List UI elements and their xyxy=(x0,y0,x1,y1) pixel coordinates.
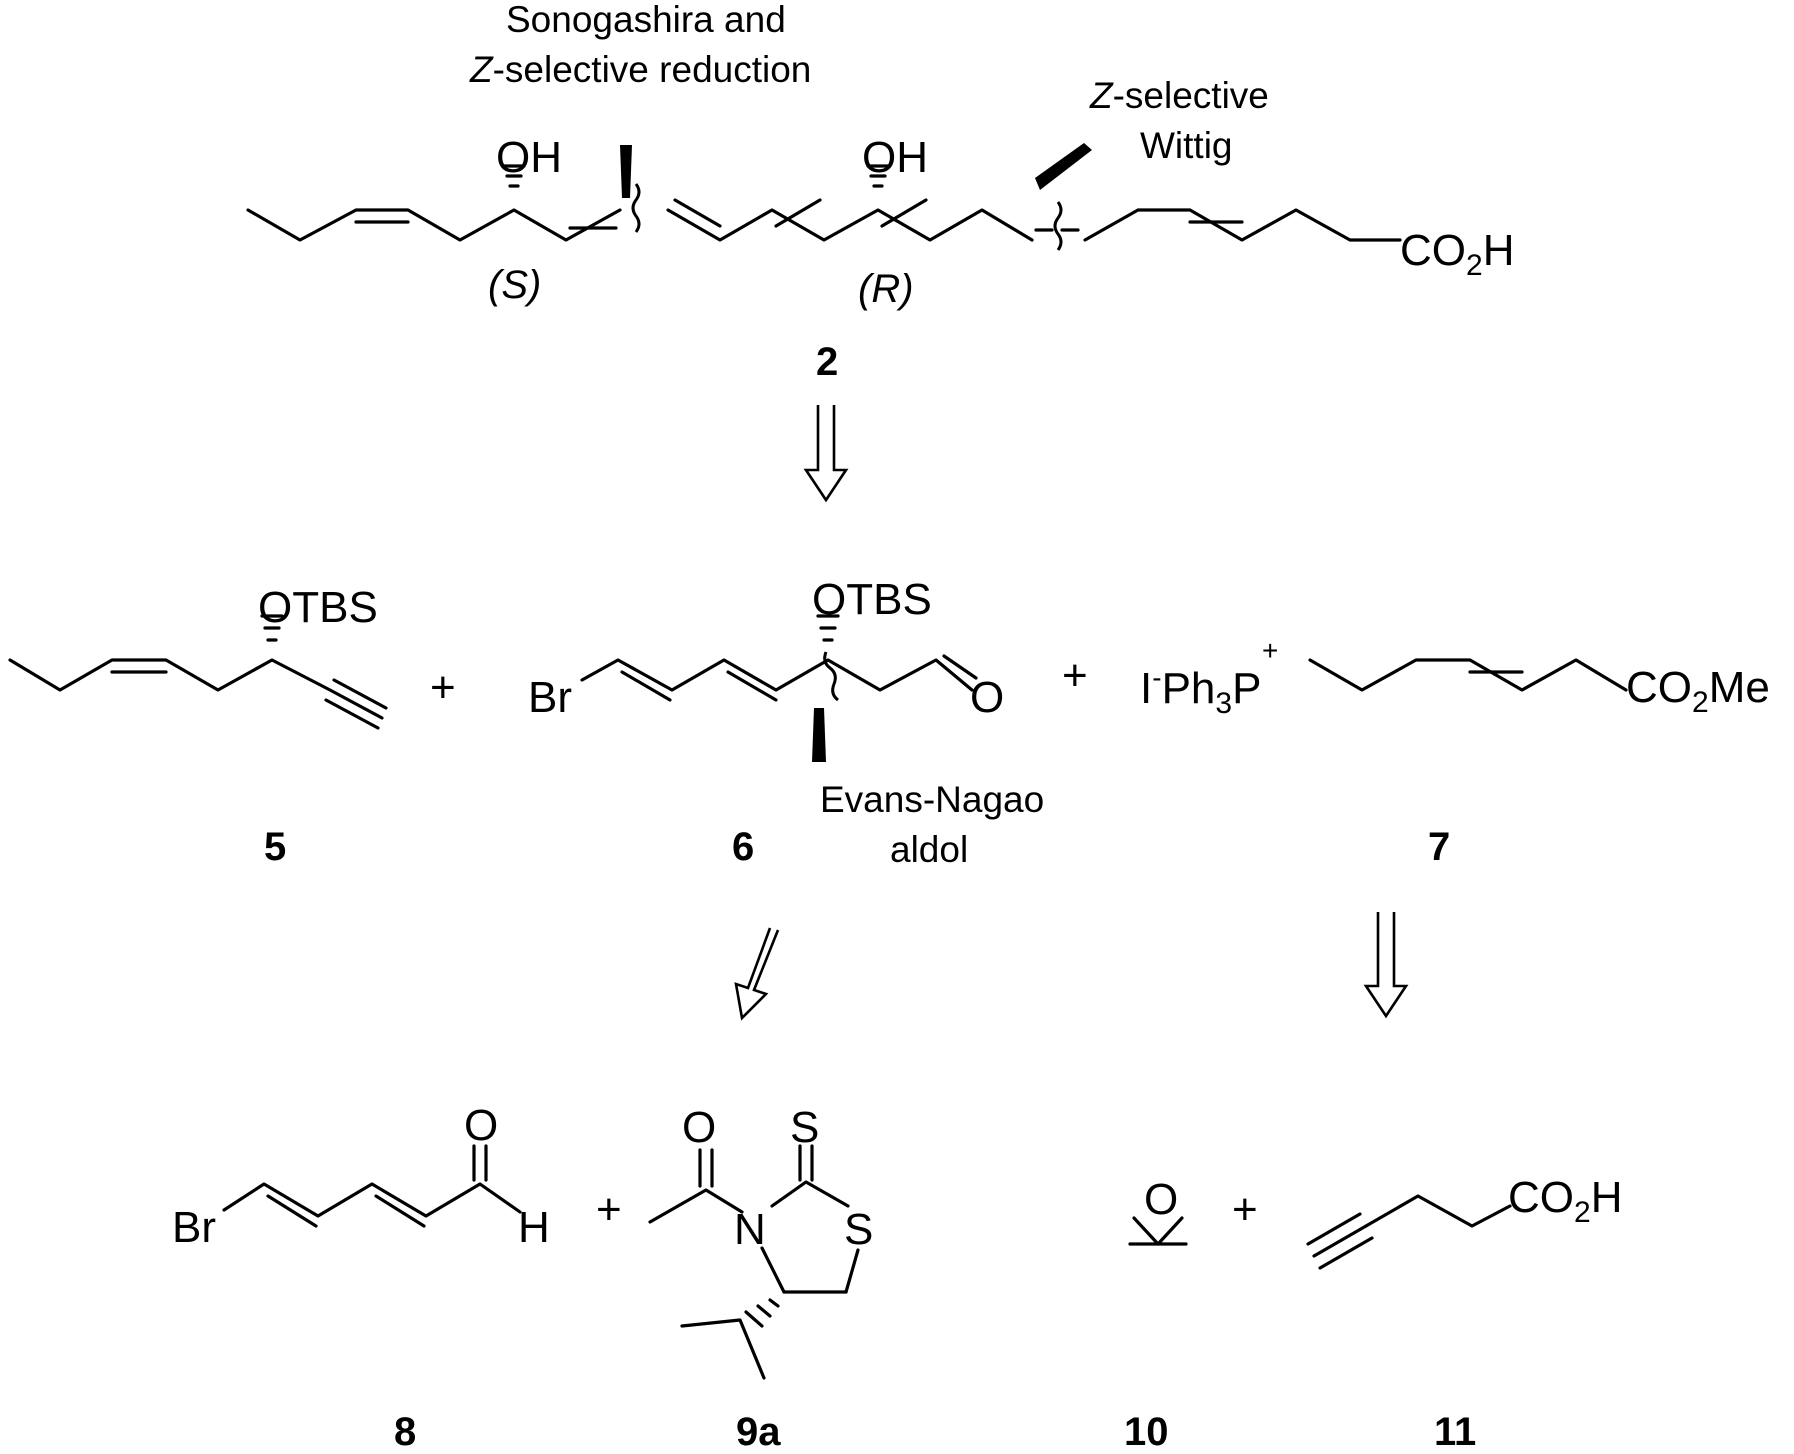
compound-2-disconnection-sonogashira xyxy=(631,183,641,233)
compound-5-structure: OTBS 5 xyxy=(8,583,388,869)
compound-2-hash-wedge-s xyxy=(502,164,526,188)
compound-9a-ring-c-s xyxy=(844,1248,860,1294)
plus-sign-4: + xyxy=(1232,1185,1258,1234)
annotation-wittig-line2: Wittig xyxy=(1140,125,1233,166)
retrosynthetic-arrow-3 xyxy=(1363,912,1409,1019)
compound-2-double-bond-3 xyxy=(673,198,722,228)
compound-6-double-bond-2 xyxy=(726,670,778,702)
compound-7-ylide: I-Ph3P xyxy=(1140,662,1261,720)
compound-5-otbs: OTBS xyxy=(258,583,378,632)
compound-2-hash-wedge-r xyxy=(866,164,890,188)
compound-9a-hash-wedge xyxy=(744,1298,780,1328)
compound-11-co2h: CO2H xyxy=(1508,1173,1622,1229)
compound-2-double-bond-5 xyxy=(880,198,928,228)
compound-2-disconnection-wittig xyxy=(1053,201,1063,251)
plus-sign-2: + xyxy=(1062,651,1088,700)
stereo-label-s: (S) xyxy=(488,263,541,307)
compound-6-o: O xyxy=(970,673,1004,722)
compound-2-chain-left xyxy=(246,208,622,242)
compound-11-chain xyxy=(1364,1194,1512,1228)
compound-9a-ring-n-c xyxy=(760,1246,786,1294)
compound-id-2: 2 xyxy=(816,340,838,384)
compound-id-5: 5 xyxy=(264,825,286,869)
compound-8-double-bond-1 xyxy=(266,1194,318,1228)
annotation-aldol-line1: Evans-Nagao xyxy=(820,779,1044,820)
compound-6-otbs: OTBS xyxy=(812,575,932,624)
compound-5-hash-wedge xyxy=(260,614,284,642)
compound-id-9a: 9a xyxy=(736,1410,781,1454)
compound-7-chain xyxy=(1308,658,1628,692)
compound-9a-structure: O S N S 9a xyxy=(648,1103,873,1454)
compound-6-chain xyxy=(580,658,974,692)
compound-id-7: 7 xyxy=(1428,825,1450,869)
compound-10-o: O xyxy=(1144,1175,1178,1224)
compound-2-pointer-wittig xyxy=(1035,143,1092,190)
plus-sign-1: + xyxy=(430,663,456,712)
compound-9a-ring xyxy=(770,1180,850,1208)
compound-6-pointer-aldol xyxy=(812,708,826,762)
compound-7-co2me: CO2Me xyxy=(1626,663,1770,719)
compound-11-triple-bond-a xyxy=(1306,1212,1362,1246)
annotation-aldol-line2: aldol xyxy=(890,829,968,870)
plus-sign-3: + xyxy=(596,1185,622,1234)
compound-id-10: 10 xyxy=(1124,1410,1169,1454)
compound-2-chain-right xyxy=(1083,208,1402,242)
compound-7-structure: I-Ph3P + CO2Me 7 xyxy=(1140,635,1770,869)
compound-5-chain xyxy=(8,658,384,720)
compound-id-11: 11 xyxy=(1434,1410,1476,1454)
compound-2-chain-mid xyxy=(666,208,1034,242)
compound-6-hash-wedge xyxy=(816,614,840,642)
annotation-sonogashira-line2: Z-selective reduction xyxy=(469,49,811,90)
compound-8-br: Br xyxy=(172,1203,216,1252)
compound-10-structure: O 10 xyxy=(1124,1175,1188,1454)
compound-6-double-bond-1 xyxy=(620,670,672,702)
compound-11-triple-bond-c xyxy=(1318,1236,1374,1270)
compound-6-structure: Br O OTBS 6 xyxy=(528,575,1004,869)
compound-id-8: 8 xyxy=(394,1410,416,1454)
compound-9a-ring-s: S xyxy=(844,1205,873,1254)
compound-9a-acyl xyxy=(648,1188,744,1224)
stereo-label-r: (R) xyxy=(858,267,914,311)
retrosynthetic-arrow-1 xyxy=(803,405,849,503)
compound-5-triple-bond-b xyxy=(324,698,380,730)
compound-8-chain xyxy=(222,1182,522,1218)
compound-9a-n: N xyxy=(734,1205,766,1254)
compound-2-double-bond-4 xyxy=(774,198,822,228)
compound-2-pointer-sonogashira xyxy=(620,145,632,198)
compound-5-triple-bond-a xyxy=(332,678,388,710)
compound-2-oh-s: OH xyxy=(496,133,562,182)
retrosynthetic-arrow-2 xyxy=(734,927,780,1021)
compound-8-structure: Br O H 8 xyxy=(172,1101,550,1454)
compound-8-h: H xyxy=(518,1203,550,1252)
compound-id-6: 6 xyxy=(732,825,754,869)
compound-11-triple-bond-b xyxy=(1312,1224,1368,1258)
compound-2-structure xyxy=(246,143,1402,251)
compound-6-aldehyde-double-bond xyxy=(942,654,978,680)
compound-8-o: O xyxy=(464,1101,498,1150)
annotation-wittig-line1: Z-selective xyxy=(1089,75,1269,116)
compound-6-br: Br xyxy=(528,673,572,722)
annotation-sonogashira-line1: Sonogashira and xyxy=(506,0,786,40)
compound-9a-o: O xyxy=(682,1103,716,1152)
compound-11-structure: CO2H 11 xyxy=(1306,1173,1622,1454)
compound-2-co2h: CO2H xyxy=(1400,226,1514,282)
compound-8-double-bond-2 xyxy=(374,1194,426,1228)
compound-2-labels: OH OH (S) (R) CO2H 2 xyxy=(488,133,1514,384)
compound-2-oh-r: OH xyxy=(862,133,928,182)
compound-7-plus-charge: + xyxy=(1262,635,1278,666)
compound-9a-thione-s: S xyxy=(790,1103,819,1152)
compound-6-disconnection-aldol xyxy=(823,651,839,702)
compound-9a-isopropyl xyxy=(680,1318,766,1380)
